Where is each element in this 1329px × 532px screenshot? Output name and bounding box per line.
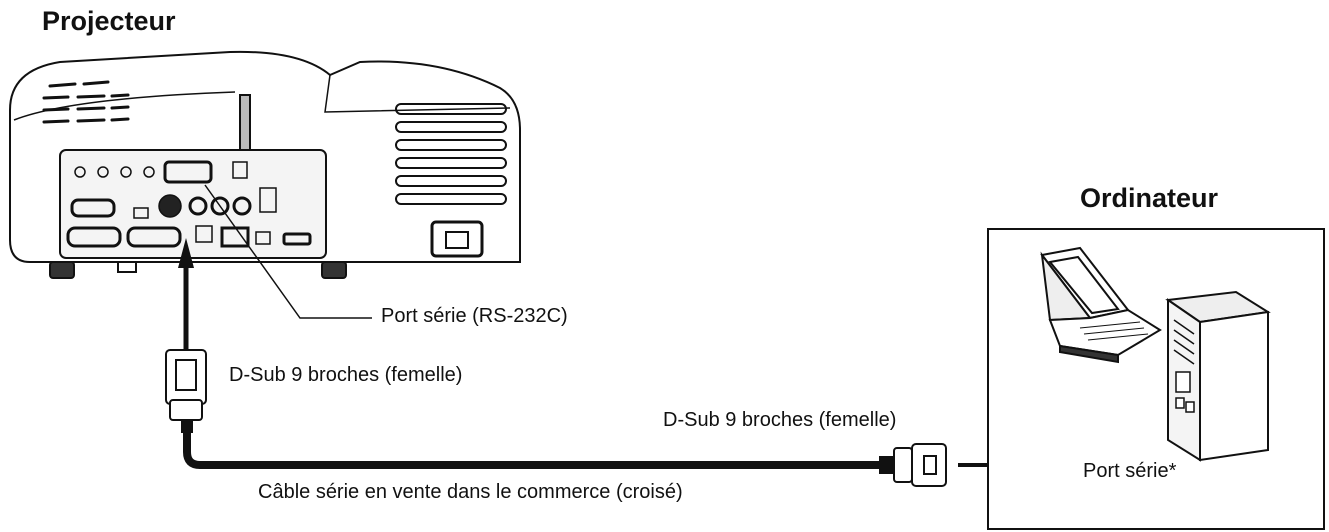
computer-box <box>987 228 1325 530</box>
projector-title: Projecteur <box>42 6 176 36</box>
computer-connector-label: D-Sub 9 broches (femelle) <box>663 409 897 431</box>
serial-cable <box>183 432 880 469</box>
serial-port-leader-line <box>204 184 372 319</box>
serial-port-label: Port série (RS-232C) <box>381 305 568 327</box>
cable-description: Câble série en vente dans le commerce (c… <box>258 481 683 503</box>
projector-connector-label: D-Sub 9 broches (femelle) <box>229 364 463 386</box>
up-arrow-icon <box>178 238 194 268</box>
computer-dsub-connector-icon <box>879 443 947 487</box>
desktop-tower-icon <box>1165 290 1271 462</box>
laptop-icon <box>1040 246 1162 364</box>
projector-illustration <box>9 50 521 279</box>
computer-title: Ordinateur <box>1080 183 1219 213</box>
computer-serial-port-label: Port série* <box>1083 460 1177 482</box>
projector-dsub-connector-icon <box>165 349 207 433</box>
